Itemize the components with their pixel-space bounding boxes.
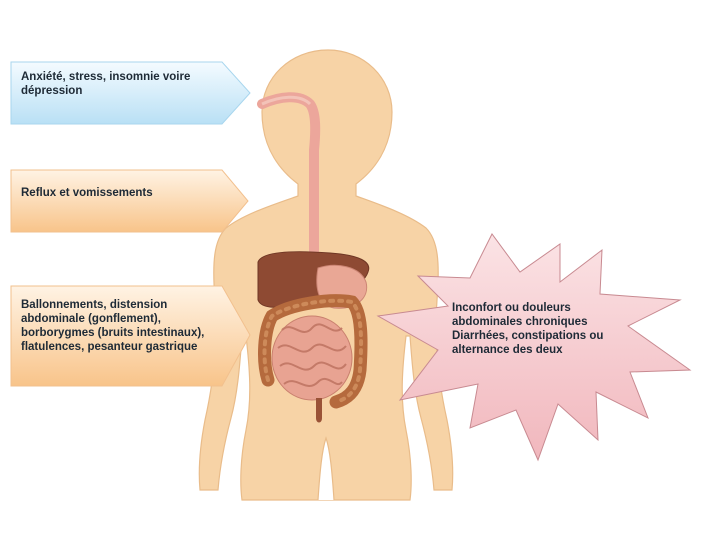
callout-reflux-shape (10, 169, 249, 233)
callout-pain-text: Inconfort ou douleurs abdominales chroni… (452, 302, 604, 356)
callout-bloat-shape (10, 285, 251, 387)
callout-bloating-text: Ballonnements, distension abdominale (go… (21, 299, 205, 353)
esophagus-icon (257, 92, 321, 267)
colon-icon (258, 294, 368, 409)
small-intestine-icon (271, 315, 353, 423)
callout-anxiety-text: Anxiété, stress, insomnie voire dépressi… (21, 71, 191, 97)
callout-reflux-text: Reflux et vomissements (21, 187, 153, 199)
callout-anxiety-shape (10, 61, 251, 125)
callout-pain-starburst (376, 233, 692, 462)
